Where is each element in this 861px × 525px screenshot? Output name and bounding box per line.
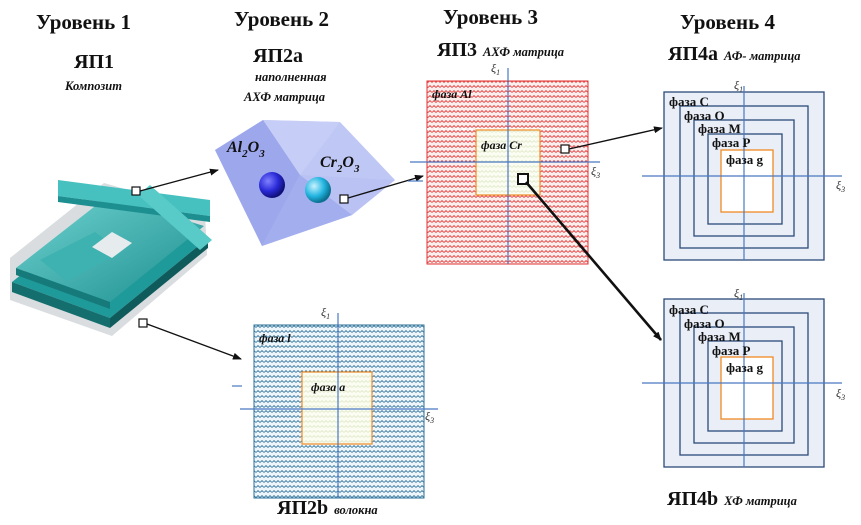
level-3-title: Уровень 3 (443, 5, 538, 29)
khf-stack-label-m: фаза M (698, 329, 741, 344)
connection-arrows (139, 126, 663, 360)
arrow-matrix-to-khf (525, 181, 662, 341)
selector-box-matrix-center (517, 173, 529, 185)
khf-axis-xi1-label: ξ1 (734, 286, 743, 302)
matrix-axis-xi3-label: ξ3 (591, 164, 600, 180)
khf-stack-label-c: фаза C (669, 302, 709, 317)
fiber-axis-xi1-label: ξ1 (321, 305, 330, 321)
caption-composite: Композит (64, 79, 122, 93)
fiber-cell (232, 313, 438, 499)
level-4-title: Уровень 4 (680, 10, 775, 34)
af-matrix-stack (642, 86, 842, 261)
selector-box-bottom (138, 318, 148, 328)
label-phase-l: фаза l (259, 331, 291, 345)
label-phase-a: фаза а (311, 380, 345, 394)
code-yap1: ЯП1 (74, 51, 114, 73)
selector-box-matrix-right (560, 144, 570, 154)
label-cr2o3: Cr2O3 (320, 154, 360, 175)
caption-filled-line2: АХФ матрица (243, 90, 325, 104)
fiber-axis-xi3-label: ξ3 (425, 409, 434, 425)
label-phase-al: фаза Al (432, 87, 472, 101)
selector-box-crystal (339, 194, 349, 204)
khf-stack-label-p: фаза P (712, 343, 750, 358)
filled-matrix-crystal (215, 120, 395, 246)
af-axis-xi1-label: ξ1 (734, 78, 743, 94)
fiber-phase-a-region (301, 371, 373, 445)
af-axis-xi3-label: ξ3 (836, 178, 845, 194)
cr2o3-sphere (305, 177, 331, 203)
level-1-title: Уровень 1 (36, 10, 131, 34)
arrow-crystal-to-matrix (347, 174, 424, 199)
af-stack-label-m: фаза M (698, 121, 741, 136)
code-yap2a: ЯП2а (253, 45, 303, 67)
arrow-matrix-to-af (568, 126, 663, 150)
label-phase-cr: фаза Cr (481, 138, 522, 152)
label-al2o3: Al2O3 (226, 139, 265, 160)
af-stack-label-g: фаза g (726, 152, 763, 167)
arrow-composite-to-fibers (146, 323, 242, 360)
khf-matrix-stack (642, 293, 842, 468)
af-stack-label-o: фаза O (684, 108, 725, 123)
khf-stack-label-o: фаза O (684, 316, 725, 331)
level-2-title: Уровень 2 (234, 7, 329, 31)
caption-filled-line1: наполненная (255, 70, 327, 84)
composite-laminate-image (10, 180, 212, 336)
af-stack-label-c: фаза C (669, 94, 709, 109)
arrow-composite-to-crystal (139, 168, 219, 192)
khf-axis-xi3-label: ξ3 (836, 386, 845, 402)
selector-box-top (131, 186, 141, 196)
af-stack-label-p: фаза P (712, 135, 750, 150)
al2o3-sphere (259, 172, 285, 198)
khf-stack-label-g: фаза g (726, 360, 763, 375)
matrix-axis-xi1-label: ξ1 (491, 61, 500, 77)
